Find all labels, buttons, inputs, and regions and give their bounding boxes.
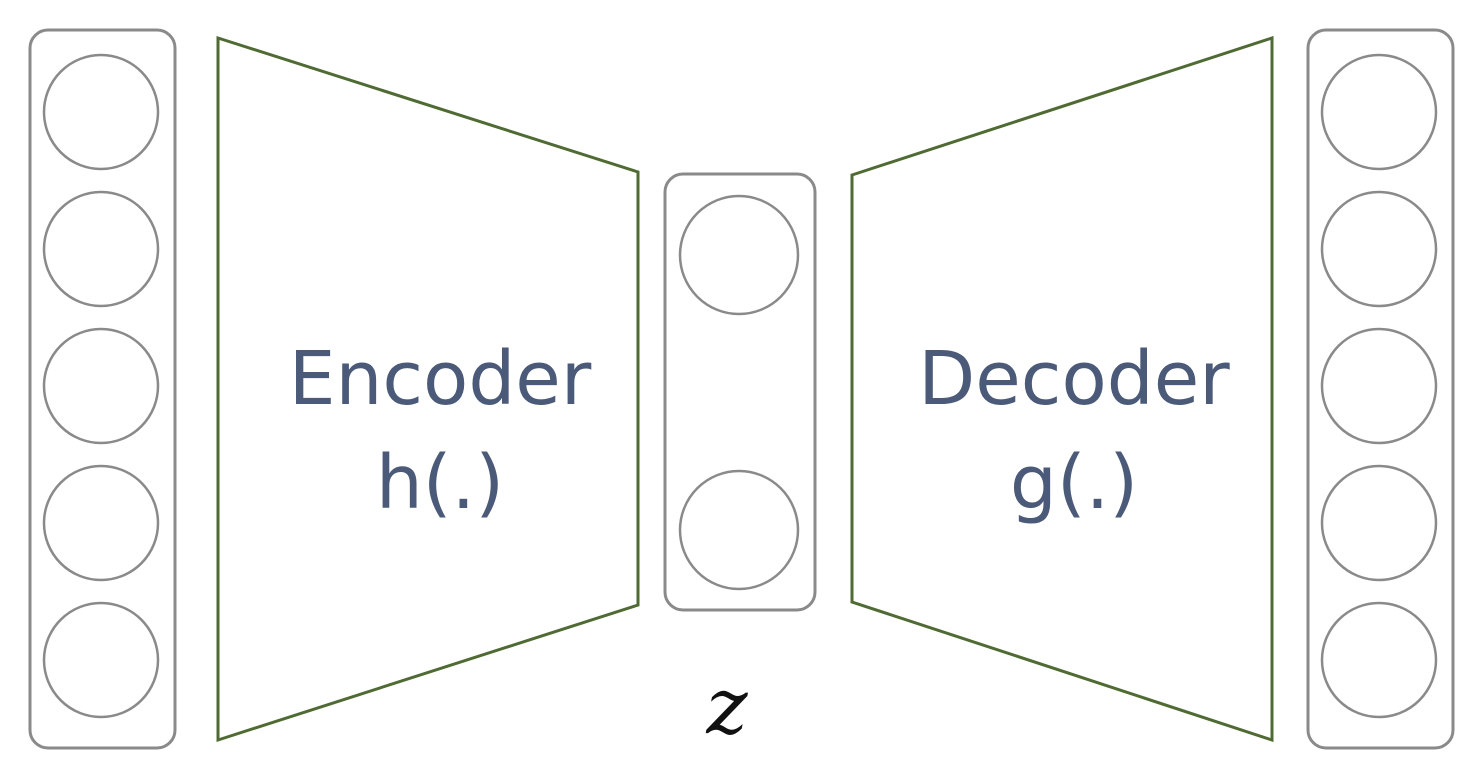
encoder-title: Encoder [289,336,592,422]
latent-layer: z [663,172,817,752]
input-node-5 [42,601,160,719]
encoder-function: h(.) [376,440,504,526]
decoder-function: g(.) [1010,440,1138,526]
input-node-1 [42,53,160,171]
input-node-4 [42,464,160,582]
output-node-1 [1320,53,1438,171]
latent-node-1 [678,194,800,316]
output-nodes [1320,53,1438,719]
input-node-2 [42,190,160,308]
decoder-block: Decoder g(.) [850,35,1274,743]
latent-nodes [678,194,800,591]
output-layer [1306,28,1455,750]
decoder-title: Decoder [918,336,1230,422]
latent-node-2 [678,469,800,591]
output-node-4 [1320,464,1438,582]
input-node-3 [42,327,160,445]
output-node-2 [1320,190,1438,308]
encoder-trapezoid [216,35,640,743]
input-nodes [42,53,160,719]
encoder-block: Encoder h(.) [216,35,640,743]
output-node-5 [1320,601,1438,719]
input-layer [28,28,177,750]
output-node-3 [1320,327,1438,445]
latent-label: z [705,662,748,752]
decoder-trapezoid [850,35,1274,743]
